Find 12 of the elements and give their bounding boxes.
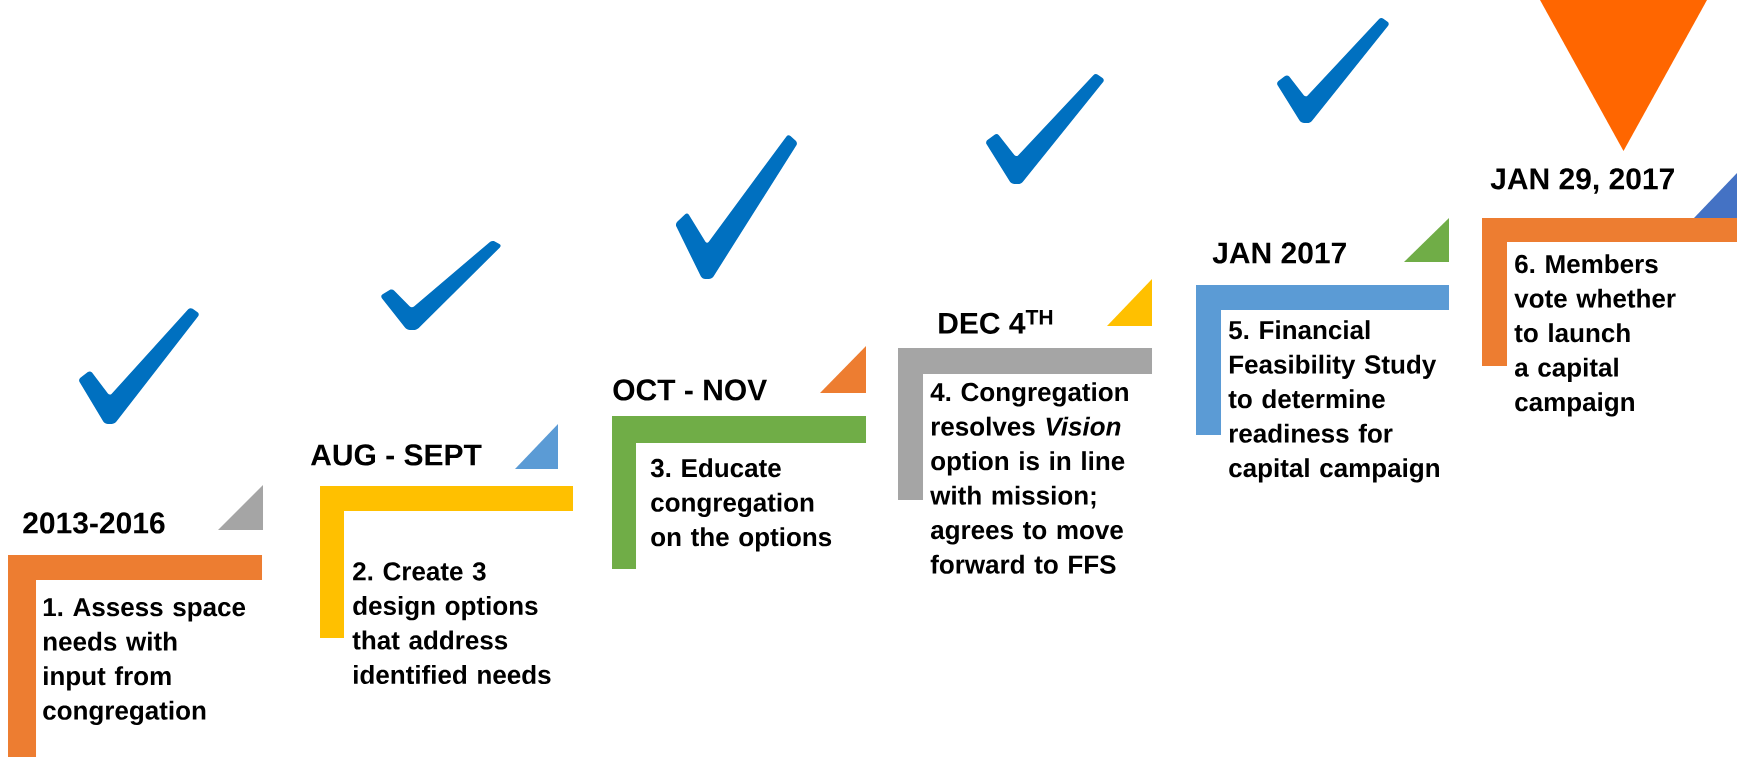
step-bracket: 6. Members vote whether to launch a capital campaign [1482, 218, 1737, 417]
step-bracket: 3. Educate congregation on the options [612, 416, 866, 569]
date-label: AUG - SEPT [310, 444, 482, 466]
step-bracket: 1. Assess space needs with input from congregation [8, 555, 262, 757]
step-bracket: 2. Create 3 design options that address identified needs [320, 486, 573, 685]
step-bracket: 4. Congregation resolves Vision option is in line with mission; agrees to move forward to FFS [898, 348, 1152, 574]
date-label: JAN 2017 [1212, 242, 1346, 264]
step-bracket: 5. Financial Feasibility Study to determine readiness for capital campaign [1196, 285, 1449, 483]
date-label: 2013-2016 [23, 512, 165, 534]
date-label: DEC 4$^{TH}$ [939, 310, 1053, 334]
date-label: OCT - NOV [613, 379, 767, 401]
date-label: JAN 29, 2017 [1490, 168, 1674, 194]
